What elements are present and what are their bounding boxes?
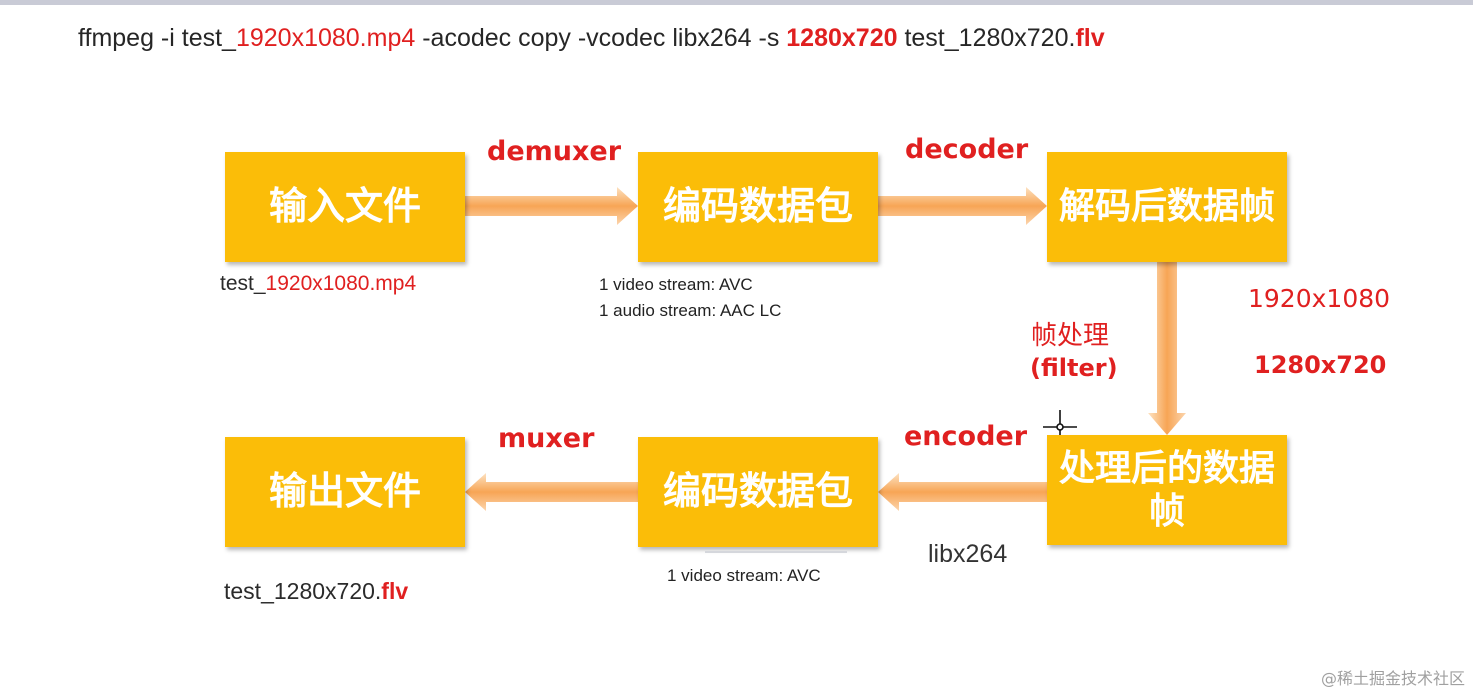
watermark: @稀土掘金技术社区 (1320, 669, 1465, 688)
input-file-name: test_1920x1080.mp4 (220, 272, 417, 295)
edge-label-decoder: decoder (905, 134, 1029, 165)
edge-label-muxer: muxer (498, 423, 595, 454)
node-encoded-packets-top: 编码数据包 (638, 152, 878, 262)
arrow-muxer (465, 473, 638, 511)
output-file-name: test_1280x720.flv (224, 578, 409, 604)
input-streams: 1 video stream: AVC 1 audio stream: AAC … (599, 272, 781, 324)
node-decoded-frames: 解码后数据帧 (1047, 152, 1287, 262)
cmd-target-size: 1280x720 (786, 24, 898, 52)
filter-name: (filter) (1030, 354, 1118, 382)
ffmpeg-command: ffmpeg -i test_1920x1080.mp4 -acodec cop… (78, 24, 1105, 52)
node-input-file: 输入文件 (225, 152, 465, 262)
encoder-library: libx264 (928, 540, 1008, 568)
arrow-encoder (878, 473, 1047, 511)
stream-line: 1 video stream: AVC (599, 275, 753, 294)
edge-label-demuxer: demuxer (487, 136, 622, 167)
edge-label-encoder: encoder (904, 421, 1028, 452)
arrow-filter (1148, 258, 1186, 435)
cmd-input-resolution: 1920x1080.mp4 (235, 24, 416, 52)
cmd-output-ext: flv (1075, 24, 1105, 52)
filter-label: 帧处理 (1031, 321, 1110, 351)
output-streams: 1 video stream: AVC (667, 563, 821, 589)
node-output-file: 输出文件 (225, 437, 465, 547)
arrow-decoder (878, 187, 1047, 225)
arrow-demuxer (465, 187, 638, 225)
resolution-to: 1280x720 (1254, 351, 1387, 379)
node-encoded-packets-bottom: 编码数据包 (638, 437, 878, 547)
stream-line: 1 audio stream: AAC LC (599, 301, 782, 320)
divider (705, 551, 847, 553)
top-border (0, 0, 1473, 5)
stream-line: 1 video stream: AVC (667, 566, 821, 585)
resolution-from: 1920x1080 (1248, 284, 1391, 313)
node-processed-frames: 处理后的数据帧 (1047, 435, 1287, 545)
